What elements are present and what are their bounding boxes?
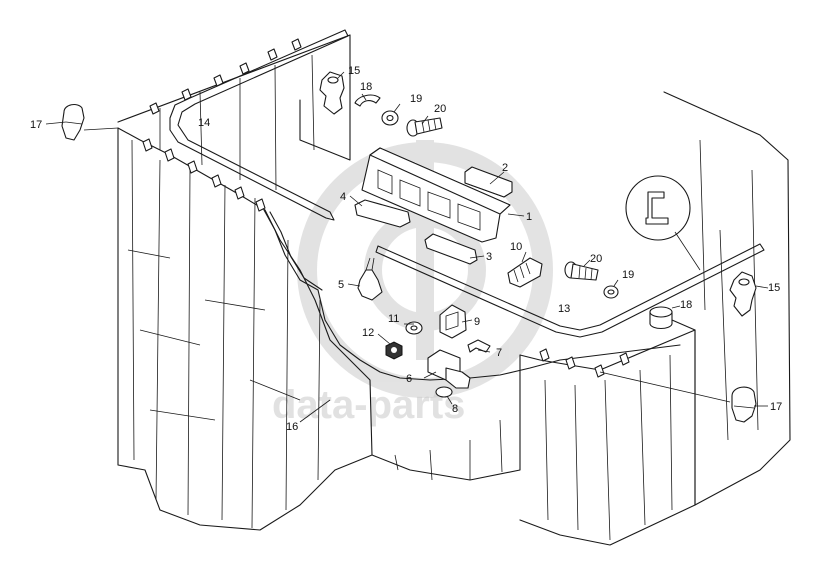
bracket-9 — [439, 304, 467, 339]
washer-11 — [405, 321, 423, 335]
lock-6 — [427, 349, 471, 389]
trim-rail-13 — [375, 243, 765, 338]
clip-18-upper — [354, 94, 381, 107]
edge-clips-left — [142, 38, 302, 212]
clip-15-upper — [319, 71, 345, 115]
callout-3: 3 — [486, 251, 492, 263]
callout-8: 8 — [452, 403, 458, 415]
callout-19-upper: 19 — [410, 93, 422, 105]
leader-lines — [45, 71, 769, 423]
callout-6: 6 — [406, 373, 412, 385]
callout-19-right: 19 — [622, 269, 634, 281]
callout-17-right: 17 — [770, 401, 782, 413]
clip-17-right — [731, 386, 757, 423]
cover-2 — [464, 166, 513, 198]
vent-grille-1 — [361, 147, 511, 243]
clip-17-left — [61, 103, 85, 141]
callout-11: 11 — [388, 313, 399, 325]
callout-15-right: 15 — [768, 282, 780, 294]
edge-clips-right — [539, 348, 630, 378]
callout-15-upper: 15 — [348, 65, 360, 77]
screw-20-upper — [406, 117, 443, 137]
callout-2: 2 — [502, 162, 508, 174]
plug-18-right — [649, 306, 673, 330]
callout-12: 12 — [362, 327, 374, 339]
lower-center-panel — [371, 354, 521, 481]
callout-18-upper: 18 — [360, 81, 372, 93]
callout-7: 7 — [496, 347, 502, 359]
callout-14: 14 — [198, 117, 210, 129]
callout-5: 5 — [338, 279, 344, 291]
left-side-panel — [117, 127, 373, 531]
washer-19-upper — [381, 110, 399, 126]
clip-7 — [467, 339, 491, 353]
callout-18-right: 18 — [680, 299, 692, 311]
watermark-text: data-parts — [272, 383, 465, 427]
washer-19-right — [603, 285, 619, 299]
callout-20-upper: 20 — [434, 103, 446, 115]
upper-rear-panel — [117, 34, 351, 191]
callout-16: 16 — [286, 421, 298, 433]
profile-detail — [625, 175, 701, 271]
callout-10: 10 — [510, 241, 522, 253]
callout-17-left: 17 — [30, 119, 42, 131]
callout-labels: 1 2 3 4 5 6 7 8 9 10 11 12 13 14 15 15 1… — [30, 65, 782, 433]
trim-rail-14 — [169, 29, 349, 221]
callout-13: 13 — [558, 303, 570, 315]
callout-9: 9 — [474, 316, 480, 328]
callout-20-right: 20 — [590, 253, 602, 265]
screw-20-right — [564, 261, 599, 281]
callout-4: 4 — [340, 191, 346, 203]
clip-5 — [357, 257, 383, 301]
cap-8 — [435, 386, 453, 398]
clip-15-right — [729, 271, 757, 317]
bracket-3 — [424, 233, 478, 265]
screw-10 — [507, 257, 543, 288]
right-rear-panel — [519, 91, 791, 546]
callout-1: 1 — [526, 211, 532, 223]
nut-12 — [385, 341, 403, 360]
bracket-4 — [354, 199, 411, 228]
